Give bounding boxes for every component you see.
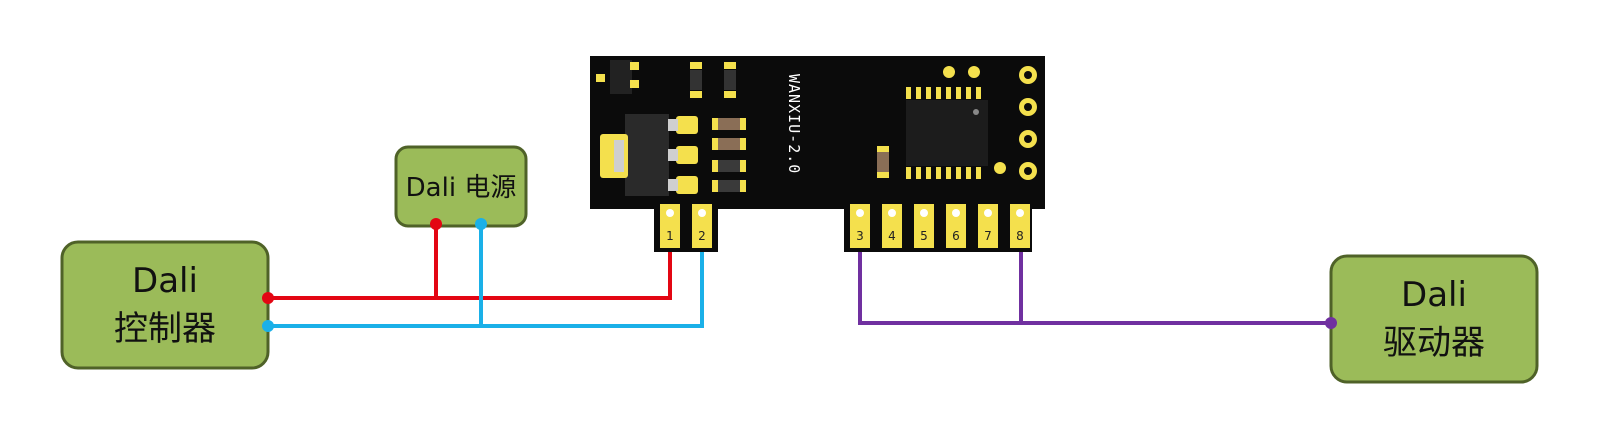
left-pin-header: 1 2 [654,200,718,252]
pin-2-label: 2 [698,229,706,243]
dali-controller: Dali 控制器 [60,240,274,370]
power-terminal-red [430,218,442,230]
right-pin-header: 3 4 5 6 7 [844,200,1032,252]
driver-terminal-purple [1325,317,1337,329]
power-terminal-blue [475,218,487,230]
pin-8-label: 8 [1016,229,1024,243]
board-holes [943,66,1006,174]
purple-wire [858,252,1331,325]
controller-label-line1: Dali [132,261,198,301]
pin-5-label: 5 [920,229,928,243]
pin-1: 1 [660,204,680,248]
pin-6-label: 6 [952,229,960,243]
pin-5: 5 [914,204,934,248]
power-label: Dali 电源 [406,173,517,203]
dali-power-supply: Dali 电源 [394,145,528,230]
pin-4: 4 [882,204,902,248]
blue-wire [268,252,704,328]
wires [268,224,1331,328]
driver-label-line1: Dali [1401,275,1467,315]
controller-terminal-red [262,292,274,304]
side-pads [1019,66,1037,180]
dali-driver: Dali 驱动器 [1325,254,1539,384]
controller-label-line2: 控制器 [114,309,216,349]
pcb-module: WANXIU-2.0 [590,56,1045,252]
pin-1-label: 1 [666,229,674,243]
pin-4-label: 4 [888,229,896,243]
controller-box [60,240,270,370]
pin-3: 3 [850,204,870,248]
controller-terminal-blue [262,320,274,332]
smd-components [690,62,889,192]
driver-label-line2: 驱动器 [1383,323,1485,363]
ic-chip [906,87,988,179]
board-label: WANXIU-2.0 [785,74,803,174]
pin-7-label: 7 [984,229,992,243]
pin-6: 6 [946,204,966,248]
power-box [394,145,528,228]
red-wire [268,252,672,300]
pin-8: 8 [1010,204,1030,248]
pin-2: 2 [692,204,712,248]
pin-3-label: 3 [856,229,864,243]
regulator-section [596,60,698,196]
pin-7: 7 [978,204,998,248]
